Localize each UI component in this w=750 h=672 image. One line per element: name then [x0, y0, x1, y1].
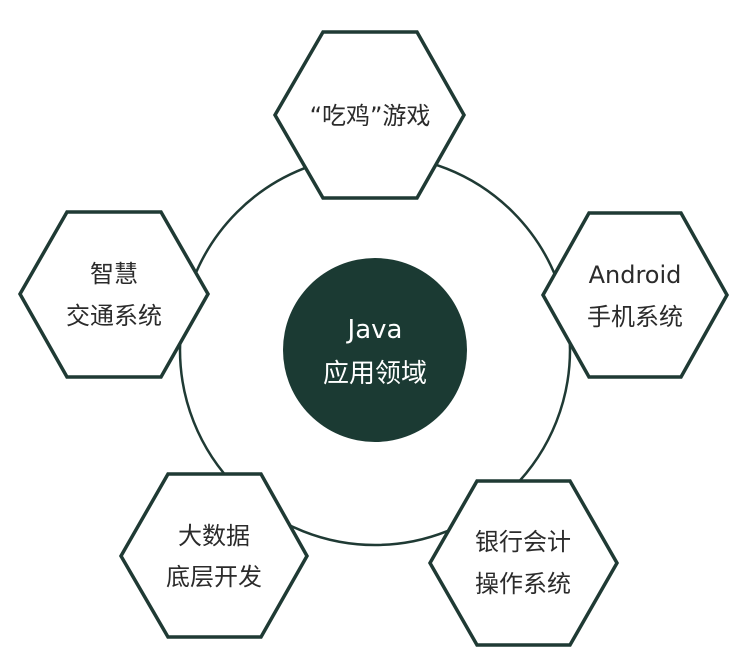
hex-shape-game: [272, 30, 467, 200]
hex-node-bank: 银行会计 操作系统: [427, 479, 620, 647]
hex-label-game: “吃鸡”游戏: [310, 102, 431, 130]
hex-label-bank-line-2: 操作系统: [475, 570, 571, 598]
hex-shape-android: [540, 211, 730, 379]
center-title-line-1: Java: [346, 315, 403, 345]
hex-label-traffic-line-2: 交通系统: [66, 302, 162, 330]
hex-shape-traffic: [17, 210, 211, 379]
hex-node-android: Android 手机系统: [540, 211, 730, 379]
hex-shape-bank: [427, 479, 620, 647]
hex-label-android-line-1: Android: [589, 261, 682, 289]
hex-label-traffic-line-1: 智慧: [90, 260, 138, 288]
hex-shape-bigdata: [118, 472, 310, 639]
hex-node-traffic: 智慧 交通系统: [17, 210, 211, 379]
hex-label-bigdata-line-2: 底层开发: [166, 563, 262, 591]
center-title-line-2: 应用领域: [323, 359, 427, 389]
hex-node-game: “吃鸡”游戏: [272, 30, 467, 200]
hex-label-bank-line-1: 银行会计: [475, 528, 571, 556]
hex-label-bigdata-line-1: 大数据: [178, 522, 250, 550]
hex-label-android-line-2: 手机系统: [587, 303, 683, 331]
hex-node-bigdata: 大数据 底层开发: [118, 472, 310, 639]
center-disc: [283, 258, 467, 442]
